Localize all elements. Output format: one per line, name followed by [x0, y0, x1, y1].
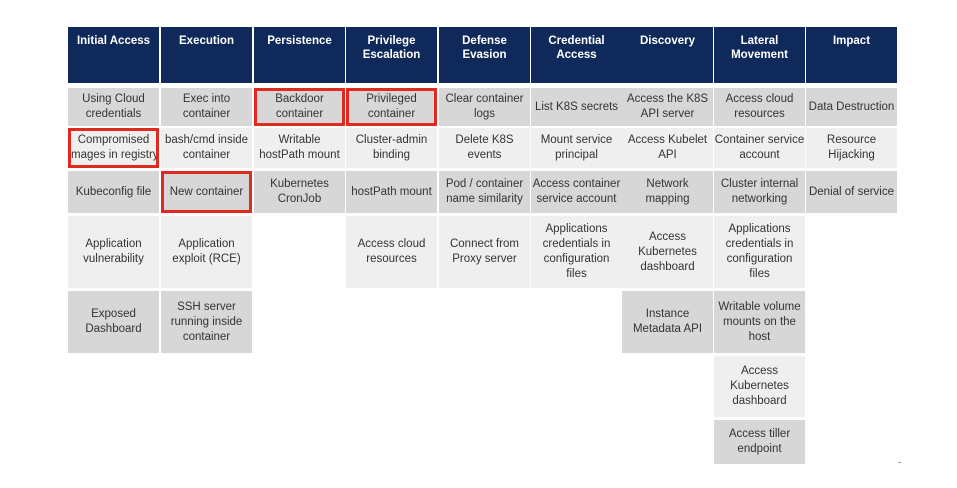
technique-cell: Instance Metadata API	[622, 291, 713, 353]
technique-cell: Clear container logs	[439, 88, 530, 126]
technique-cell: Access container service account	[531, 171, 622, 213]
technique-cell: Applications credentials in configuratio…	[531, 216, 622, 288]
technique-cell-highlighted: New container	[161, 171, 252, 213]
tactic-header: Initial Access	[68, 27, 159, 83]
tactic-header: Privilege Escalation	[346, 27, 437, 83]
corner-mark	[898, 462, 901, 463]
technique-cell: Delete K8S events	[439, 128, 530, 168]
tactic-header: Discovery	[622, 27, 713, 83]
technique-cell-highlighted: Compromised images in registry	[68, 128, 159, 168]
tactic-header: Defense Evasion	[439, 27, 530, 83]
technique-cell: bash/cmd inside container	[161, 128, 252, 168]
technique-cell: Mount service principal	[531, 128, 622, 168]
technique-cell: Access Kubernetes dashboard	[714, 356, 805, 417]
technique-cell: Network mapping	[622, 171, 713, 213]
technique-cell: Data Destruction	[806, 88, 897, 126]
technique-cell-highlighted: Backdoor container	[254, 88, 345, 126]
technique-cell: Access the K8S API server	[622, 88, 713, 126]
technique-cell: Access tiller endpoint	[714, 420, 805, 464]
technique-cell: SSH server running inside container	[161, 291, 252, 353]
technique-cell: Connect from Proxy server	[439, 216, 530, 288]
technique-cell: Writable volume mounts on the host	[714, 291, 805, 353]
tactic-header: Lateral Movement	[714, 27, 805, 83]
technique-cell: Application vulnerability	[68, 216, 159, 288]
technique-cell: List K8S secrets	[531, 88, 622, 126]
technique-cell: Application exploit (RCE)	[161, 216, 252, 288]
technique-cell: hostPath mount	[346, 171, 437, 213]
technique-cell: Cluster-admin binding	[346, 128, 437, 168]
tactic-header: Persistence	[254, 27, 345, 83]
tactic-header: Execution	[161, 27, 252, 83]
technique-cell: Resource Hijacking	[806, 128, 897, 168]
technique-cell: Exposed Dashboard	[68, 291, 159, 353]
technique-cell: Denial of service	[806, 171, 897, 213]
technique-cell: Access Kubelet API	[622, 128, 713, 168]
tactic-header: Credential Access	[531, 27, 622, 83]
technique-cell: Pod / container name similarity	[439, 171, 530, 213]
technique-cell: Writable hostPath mount	[254, 128, 345, 168]
technique-cell: Exec into container	[161, 88, 252, 126]
technique-cell: Kubeconfig file	[68, 171, 159, 213]
technique-cell: Using Cloud credentials	[68, 88, 159, 126]
technique-cell: Cluster internal networking	[714, 171, 805, 213]
technique-cell: Access cloud resources	[346, 216, 437, 288]
technique-cell: Container service account	[714, 128, 805, 168]
technique-cell-highlighted: Privileged container	[346, 88, 437, 126]
technique-cell: Access cloud resources	[714, 88, 805, 126]
technique-cell: Access Kubernetes dashboard	[622, 216, 713, 288]
tactic-header: Impact	[806, 27, 897, 83]
technique-cell: Applications credentials in configuratio…	[714, 216, 805, 288]
technique-cell: Kubernetes CronJob	[254, 171, 345, 213]
